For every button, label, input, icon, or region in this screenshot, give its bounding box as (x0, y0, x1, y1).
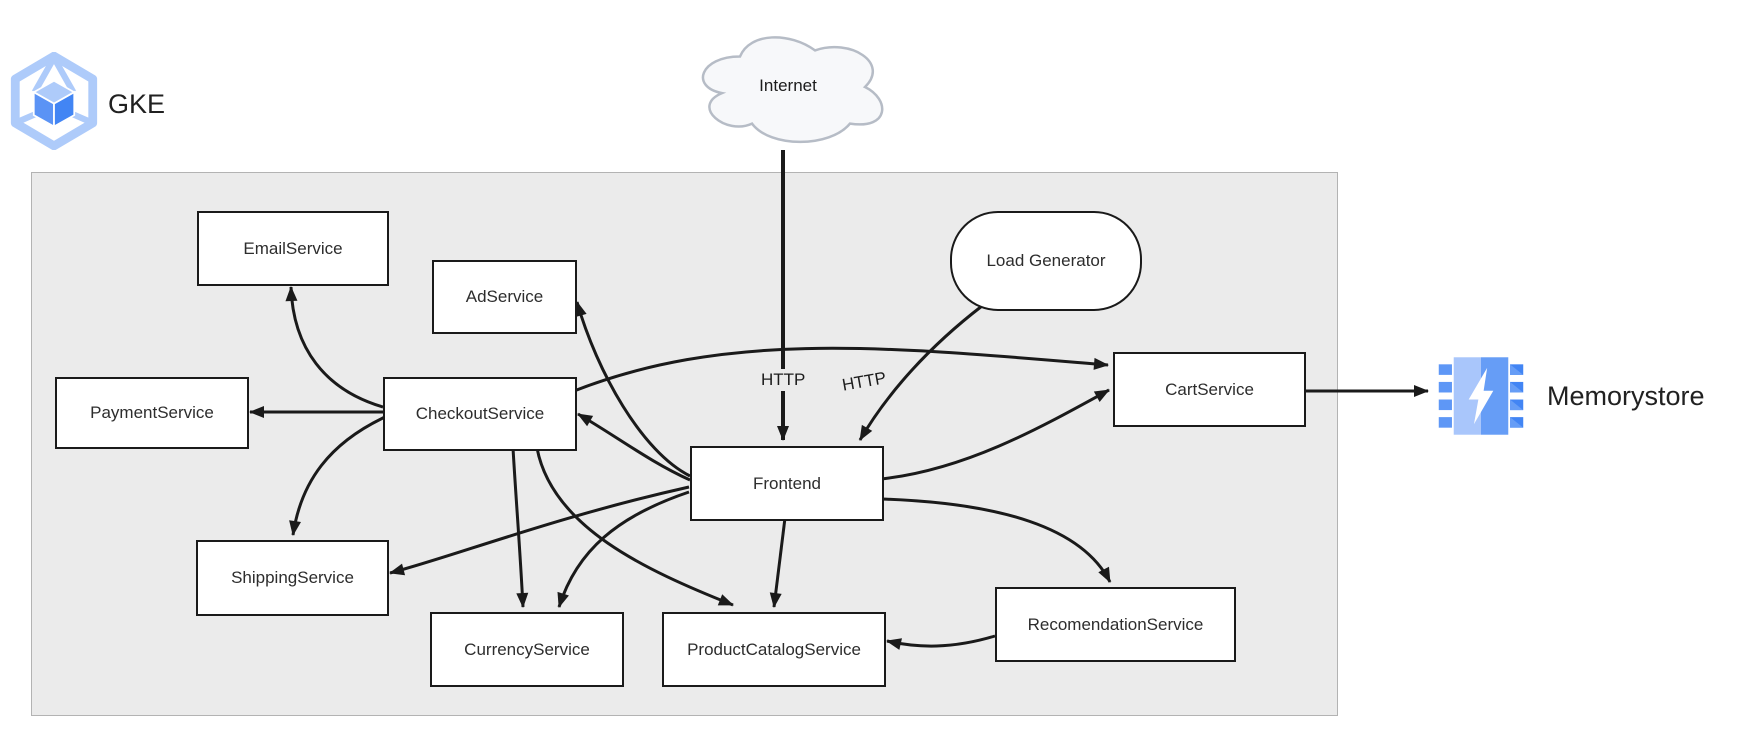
node-productcatalogservice: ProductCatalogService (662, 612, 886, 687)
edge-frontend-cartservice (880, 388, 1110, 481)
edge-frontend-adservice (575, 301, 691, 478)
edge-frontend-recommendationservice (880, 497, 1112, 583)
node-load-generator: Load Generator (950, 211, 1142, 311)
edge-recommendation-productcatalogservice (886, 634, 996, 650)
node-label: Frontend (752, 473, 822, 493)
edge-checkout-cartservice (573, 346, 1109, 393)
edge-checkout-currencyservice (511, 447, 529, 608)
node-shippingservice: ShippingService (196, 540, 389, 616)
http-label-internet: HTTP (757, 369, 810, 391)
memorystore-icon (1438, 357, 1524, 435)
edge-loadgenerator-frontend (858, 304, 983, 441)
node-label: CartService (1165, 379, 1254, 399)
node-cartservice: CartService (1113, 352, 1306, 427)
node-label: CheckoutService (415, 404, 545, 423)
gke-label: GKE (108, 88, 166, 119)
memorystore-label: Memorystore (1547, 380, 1705, 411)
internet-label: Internet (759, 76, 817, 95)
memorystore-badge: Memorystore (1437, 352, 1705, 440)
node-label: ProductCatalogService (687, 639, 861, 659)
node-emailservice: EmailService (197, 211, 389, 286)
edge-frontend-productcatalogservice (769, 517, 787, 608)
node-label: CurrencyService (464, 639, 590, 659)
node-checkoutservice: CheckoutService (383, 377, 577, 451)
edge-checkout-productcatalogservice (535, 447, 734, 607)
gke-badge: GKE (10, 52, 165, 150)
node-frontend: Frontend (690, 446, 884, 521)
edge-frontend-checkoutservice (577, 412, 691, 482)
internet-cloud (701, 36, 884, 144)
gke-icon (10, 52, 98, 150)
node-label: PaymentService (90, 403, 214, 422)
edge-checkout-shippingservice (289, 415, 386, 536)
node-recommendationservice: RecomendationService (995, 587, 1236, 662)
edge-frontend-currencyservice (557, 490, 690, 608)
node-adservice: AdService (432, 260, 577, 334)
node-paymentservice: PaymentService (55, 377, 249, 449)
edge-frontend-shippingservice (389, 485, 690, 576)
node-label: AdService (465, 287, 544, 306)
node-label: RecomendationService (1027, 614, 1204, 634)
edge-checkout-emailservice (285, 286, 384, 409)
node-currencyservice: CurrencyService (430, 612, 624, 687)
node-label: EmailService (243, 238, 343, 258)
node-label: Load Generator (986, 251, 1106, 270)
node-label: ShippingService (231, 568, 354, 587)
